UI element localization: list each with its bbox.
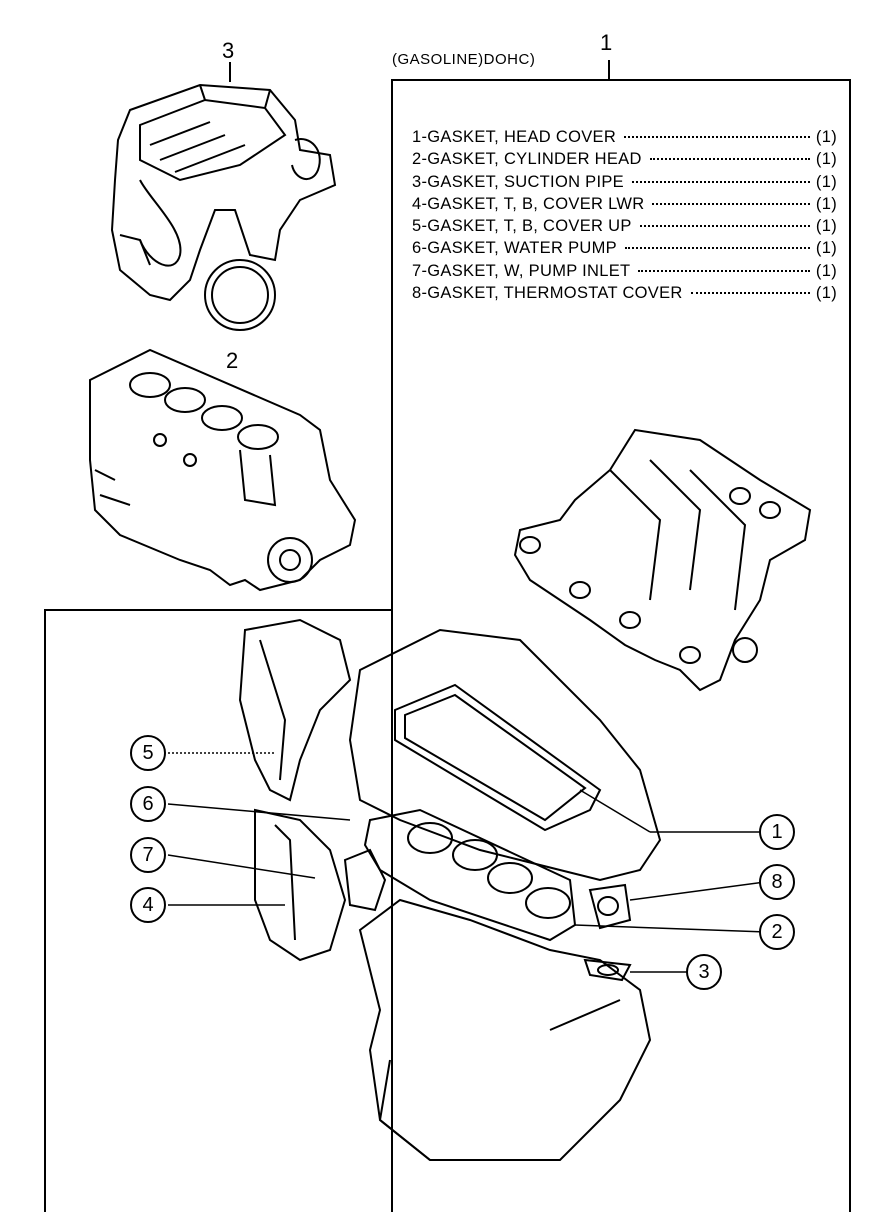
- callout-number-5: 5: [142, 742, 153, 764]
- parts-list-item: 3-GASKET, SUCTION PIPE (1): [412, 173, 837, 195]
- callout-number-8: 8: [771, 871, 782, 893]
- parts-list-item: 2-GASKET, CYLINDER HEAD (1): [412, 150, 837, 172]
- parts-list-item: 5-GASKET, T, B, COVER UP (1): [412, 217, 837, 239]
- part-qty: (1): [815, 284, 837, 303]
- callout-bubble-3: [686, 954, 722, 990]
- part-qty: (1): [815, 172, 837, 191]
- callout-number-1: 1: [771, 821, 782, 843]
- engine-frame: [44, 609, 392, 1212]
- leader-dots: [649, 158, 810, 161]
- callout-number-7: 7: [142, 844, 153, 866]
- callout-numbers: 5 6 7 4 1 8 2 3: [142, 742, 782, 983]
- leader-dots: [690, 292, 810, 295]
- callout-number-3: 3: [698, 961, 709, 983]
- parts-list: 1-GASKET, HEAD COVER (1) 2-GASKET, CYLIND…: [412, 128, 837, 306]
- leader-dots: [624, 136, 810, 138]
- part-name: 1-GASKET, HEAD COVER: [412, 128, 617, 146]
- parts-list-item: 4-GASKET, T, B, COVER LWR (1): [412, 195, 837, 217]
- leader-dots: [639, 225, 810, 228]
- part-name: 4-GASKET, T, B, COVER LWR: [412, 194, 645, 213]
- part-name: 3-GASKET, SUCTION PIPE: [412, 172, 624, 191]
- cylinder-block-illustration: [89, 348, 357, 592]
- part-name: 8-GASKET, THERMOSTAT COVER: [412, 284, 683, 303]
- callout-number-4: 4: [142, 894, 153, 916]
- part-name: 2-GASKET, CYLINDER HEAD: [412, 150, 642, 169]
- part-qty: (1): [815, 261, 837, 280]
- parts-list-item: 6-GASKET, WATER PUMP (1): [412, 239, 837, 261]
- part-qty: (1): [815, 239, 837, 258]
- part-qty: (1): [815, 217, 837, 236]
- callout-number-2: 2: [771, 921, 782, 943]
- callout-bubble-1: [759, 814, 795, 850]
- intake-manifold-illustration: [513, 428, 812, 692]
- engine-assembly-illustration: [110, 83, 337, 331]
- leader-lines: [167, 752, 766, 973]
- leader-dots: [631, 180, 810, 183]
- leader-dots: [638, 269, 810, 272]
- leader-dots: [652, 202, 810, 205]
- part-qty: (1): [815, 194, 837, 213]
- engine-assembly-callout: 3: [222, 38, 235, 63]
- parts-list-item: 7-GASKET, W, PUMP INLET (1): [412, 262, 837, 284]
- part-name: 6-GASKET, WATER PUMP: [412, 239, 617, 258]
- callout-bubble-6: [130, 786, 166, 822]
- callout-bubble-7: [130, 837, 166, 873]
- variant-label: (GASOLINE)DOHC): [392, 51, 536, 68]
- callout-bubbles: [130, 735, 795, 990]
- exploded-engine-illustration: [238, 618, 662, 1161]
- kit-callout-number: 1: [600, 30, 613, 55]
- callout-bubble-2: [759, 914, 795, 950]
- parts-list-item: 8-GASKET, THERMOSTAT COVER (1): [412, 284, 837, 306]
- part-qty: (1): [815, 128, 837, 146]
- kit-frame: [391, 79, 851, 1212]
- part-qty: (1): [815, 150, 837, 169]
- callout-bubble-8: [759, 864, 795, 900]
- part-name: 7-GASKET, W, PUMP INLET: [412, 261, 631, 280]
- callout-bubble-5: [130, 735, 166, 771]
- leader-dots: [624, 247, 810, 250]
- callout-number-6: 6: [142, 793, 153, 815]
- block-assembly-callout: 2: [226, 348, 239, 373]
- callout-bubble-4: [130, 887, 166, 923]
- parts-list-item: 1-GASKET, HEAD COVER (1): [412, 128, 837, 150]
- part-name: 5-GASKET, T, B, COVER UP: [412, 217, 632, 236]
